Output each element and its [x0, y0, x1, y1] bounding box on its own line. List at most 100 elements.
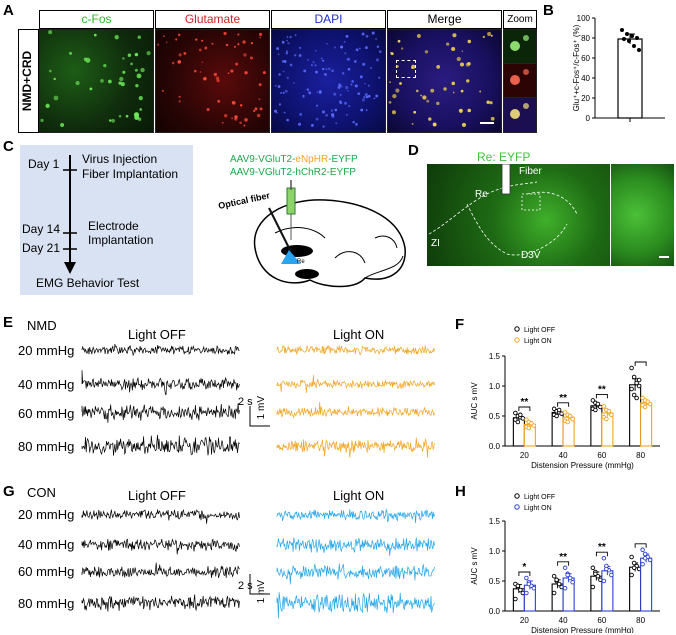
- data-point: [567, 413, 573, 419]
- cell-dot: [235, 62, 239, 66]
- scale-bar: [249, 574, 270, 595]
- trace-light-on: [276, 437, 435, 458]
- cell-dot: [178, 53, 182, 57]
- cell-dot: [378, 50, 382, 54]
- optical-fiber: [268, 207, 292, 253]
- data-point: [551, 590, 557, 596]
- significance-bracket: [518, 571, 531, 576]
- cell-dot: [68, 51, 72, 55]
- cell-dot: [138, 95, 143, 101]
- cell-dot: [490, 116, 495, 121]
- g-group-label: CON: [27, 485, 56, 500]
- x-tick-label: 80: [636, 451, 645, 460]
- image-merge: [387, 29, 502, 133]
- cell-dot: [365, 109, 368, 112]
- cell-dot: [195, 38, 198, 41]
- image-d-overview: Re: EYFP Fiber Re ZI D3V: [427, 150, 610, 266]
- cell-dot: [206, 108, 210, 112]
- cell-dot: [303, 69, 307, 73]
- cell-dot: [292, 81, 295, 84]
- cell-dot: [134, 68, 138, 72]
- cell-dot: [352, 120, 355, 124]
- legend-marker: [514, 504, 520, 510]
- e-scale-volt: 1 mV: [256, 396, 267, 420]
- cell-dot: [60, 123, 65, 127]
- x-axis-title: Distension Pressure (mmHg): [531, 461, 634, 470]
- cell-dot: [178, 95, 181, 98]
- cell-dot: [430, 88, 435, 93]
- panel-h-label: H: [455, 483, 466, 500]
- cell-dot: [436, 101, 440, 106]
- cell-dot: [479, 90, 482, 93]
- cell-dot: [120, 81, 125, 87]
- day-1-event-1: Virus Injection: [82, 152, 158, 166]
- cell-dot: [321, 110, 326, 114]
- cell-dot: [119, 76, 124, 82]
- cell-dot: [227, 72, 230, 75]
- cell-dot: [322, 125, 325, 128]
- cell-dot: [223, 31, 227, 36]
- legend-label: Light ON: [524, 505, 552, 512]
- emg-traces-con: [81, 508, 435, 619]
- cell-dot: [340, 45, 344, 49]
- cell-dot: [328, 67, 331, 71]
- cell-dot: [276, 47, 279, 50]
- cell-dot: [397, 39, 401, 43]
- virus-1-opsin: eNpHR: [295, 154, 329, 165]
- fiber-track: [501, 164, 511, 195]
- cell-dot: [315, 117, 319, 121]
- cell-dot: [286, 39, 288, 42]
- data-point: [590, 584, 596, 590]
- g-pressure-60: 60 mmHg: [18, 564, 75, 579]
- y-tick-label: 0.5: [489, 577, 501, 586]
- y-tick-label: 1.0: [489, 547, 501, 556]
- cell-dot: [100, 79, 104, 83]
- e-scale-time: 2 s: [238, 396, 253, 408]
- cell-dot: [75, 80, 80, 86]
- cell-dot: [282, 70, 285, 73]
- cell-dot: [242, 40, 246, 44]
- significance-label: **: [598, 384, 606, 395]
- data-point: [640, 561, 645, 567]
- cell-dot: [375, 94, 379, 98]
- cell-dot: [45, 103, 50, 109]
- cell-dot: [315, 104, 319, 107]
- cell-dot: [237, 33, 240, 36]
- significance-label: **: [559, 552, 567, 563]
- cell-dot: [360, 108, 364, 112]
- cell-dot: [277, 85, 281, 88]
- data-point: [590, 565, 596, 571]
- zoom-cell: [523, 69, 529, 75]
- x-axis-title: Distension Pressure (mmHg): [531, 626, 634, 633]
- cell-dot: [413, 110, 417, 114]
- data-point: [625, 32, 629, 36]
- y-tick-label: 60: [581, 54, 590, 63]
- cell-dot: [395, 64, 399, 68]
- cell-dot: [183, 51, 187, 55]
- y-tick-label: 1.0: [489, 382, 501, 391]
- data-point: [632, 44, 636, 48]
- panel-a-label: A: [3, 2, 14, 19]
- data-point: [513, 410, 518, 416]
- cell-dot: [258, 83, 262, 86]
- day-1-event-2: Fiber Implantation: [82, 167, 179, 181]
- y-tick-label: 80: [581, 34, 590, 43]
- cell-dot: [93, 33, 97, 37]
- cell-dot: [337, 86, 341, 89]
- data-point: [524, 590, 529, 596]
- data-point: [570, 416, 575, 422]
- cell-dot: [426, 99, 430, 103]
- data-point: [593, 407, 598, 413]
- cell-dot: [298, 54, 302, 57]
- cell-dot: [114, 35, 119, 40]
- cell-dot: [253, 109, 256, 113]
- d-fiber-label: Fiber: [519, 166, 542, 177]
- significance-bracket: [518, 406, 531, 411]
- g-pressure-40: 40 mmHg: [18, 537, 75, 552]
- cell-dot: [83, 57, 88, 61]
- cell-dot: [134, 52, 139, 57]
- cell-dot: [312, 61, 315, 64]
- x-tick-label: 40: [559, 616, 568, 625]
